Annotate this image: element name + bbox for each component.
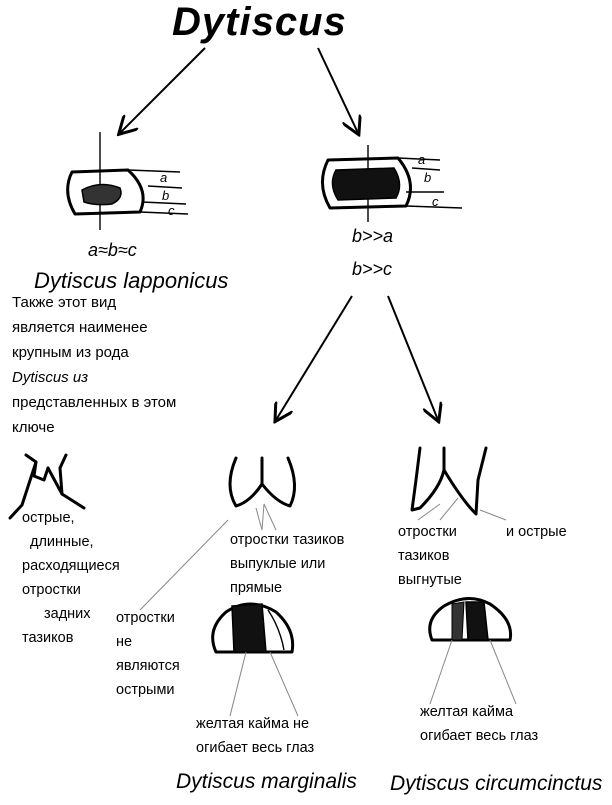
marginalis-coxa-sketch xyxy=(230,458,295,506)
marginalis-not-sharp-note: отростки не являются острыми xyxy=(116,606,180,702)
lapponicus-note: Также этот вид является наименее крупным… xyxy=(12,290,176,440)
circumcinctus-eye-sketch xyxy=(430,598,516,704)
right-label-b: b xyxy=(424,170,431,185)
right-label-c: c xyxy=(432,194,439,209)
lapponicus-formula: a≈b≈c xyxy=(88,240,137,261)
arrow-to-lapponicus xyxy=(120,48,205,133)
circumcinctus-coxa-note: отростки тазиков выгнутые xyxy=(398,520,462,592)
marginalis-species: Dytiscus marginalis xyxy=(176,770,357,794)
left-label-c: c xyxy=(168,203,175,218)
marginalis-coxa-note: отростки тазиков выпуклые или прямые xyxy=(230,528,344,600)
marginalis-eye-sketch xyxy=(213,604,298,716)
left-label-b: b xyxy=(162,188,169,203)
circumcinctus-eye-note: желтая кайма огибает весь глаз xyxy=(420,700,538,748)
circumcinctus-coxa-sketch xyxy=(412,448,486,514)
genus-title: Dytiscus xyxy=(172,0,347,45)
right-label-a: a xyxy=(418,152,425,167)
circumcinctus-sharp-note: и острые xyxy=(506,520,567,544)
b-group-formula-2: b>>c xyxy=(352,259,392,280)
b-group-formula-1: b>>a xyxy=(352,226,393,247)
b-group-pronotum-sketch xyxy=(322,145,462,222)
marginalis-eye-note: желтая кайма не огибает весь глаз xyxy=(196,712,314,760)
circumcinctus-species: Dytiscus circumcinctus xyxy=(390,772,602,796)
arrow-to-circumcinctus xyxy=(388,296,438,420)
arrow-to-b-group xyxy=(318,48,358,133)
arrow-to-marginalis xyxy=(276,296,352,420)
lapponicus-coxa-note: острые, длинные, расходящиеся отростки з… xyxy=(22,506,120,650)
left-label-a: a xyxy=(160,170,167,185)
